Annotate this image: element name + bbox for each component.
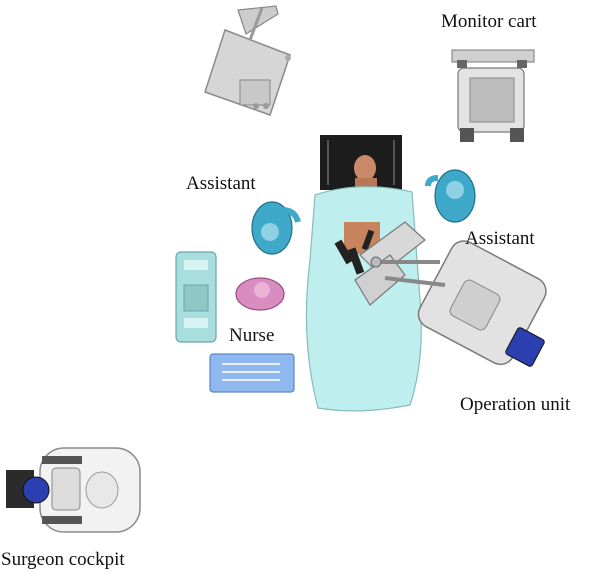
assistant-left-figure xyxy=(251,201,301,255)
patient-head xyxy=(354,155,377,188)
label-assistant-right: Assistant xyxy=(465,228,535,249)
surgeon-cockpit xyxy=(6,447,141,533)
mayo-stand xyxy=(175,251,217,343)
label-monitor-cart: Monitor cart xyxy=(441,11,537,32)
label-assistant-left: Assistant xyxy=(186,173,256,194)
label-operation-unit: Operation unit xyxy=(460,394,571,415)
monitor-cart xyxy=(451,49,535,142)
nurse-figure xyxy=(235,277,285,311)
instrument-ports xyxy=(334,229,375,275)
equipment-cart xyxy=(204,5,291,116)
label-surgeon-cockpit: Surgeon cockpit xyxy=(1,549,125,570)
instrument-table xyxy=(209,353,295,393)
surgical-drape xyxy=(305,186,422,412)
label-nurse: Nurse xyxy=(229,325,275,346)
operation-unit xyxy=(354,221,547,367)
assistant-right-figure xyxy=(425,169,476,223)
